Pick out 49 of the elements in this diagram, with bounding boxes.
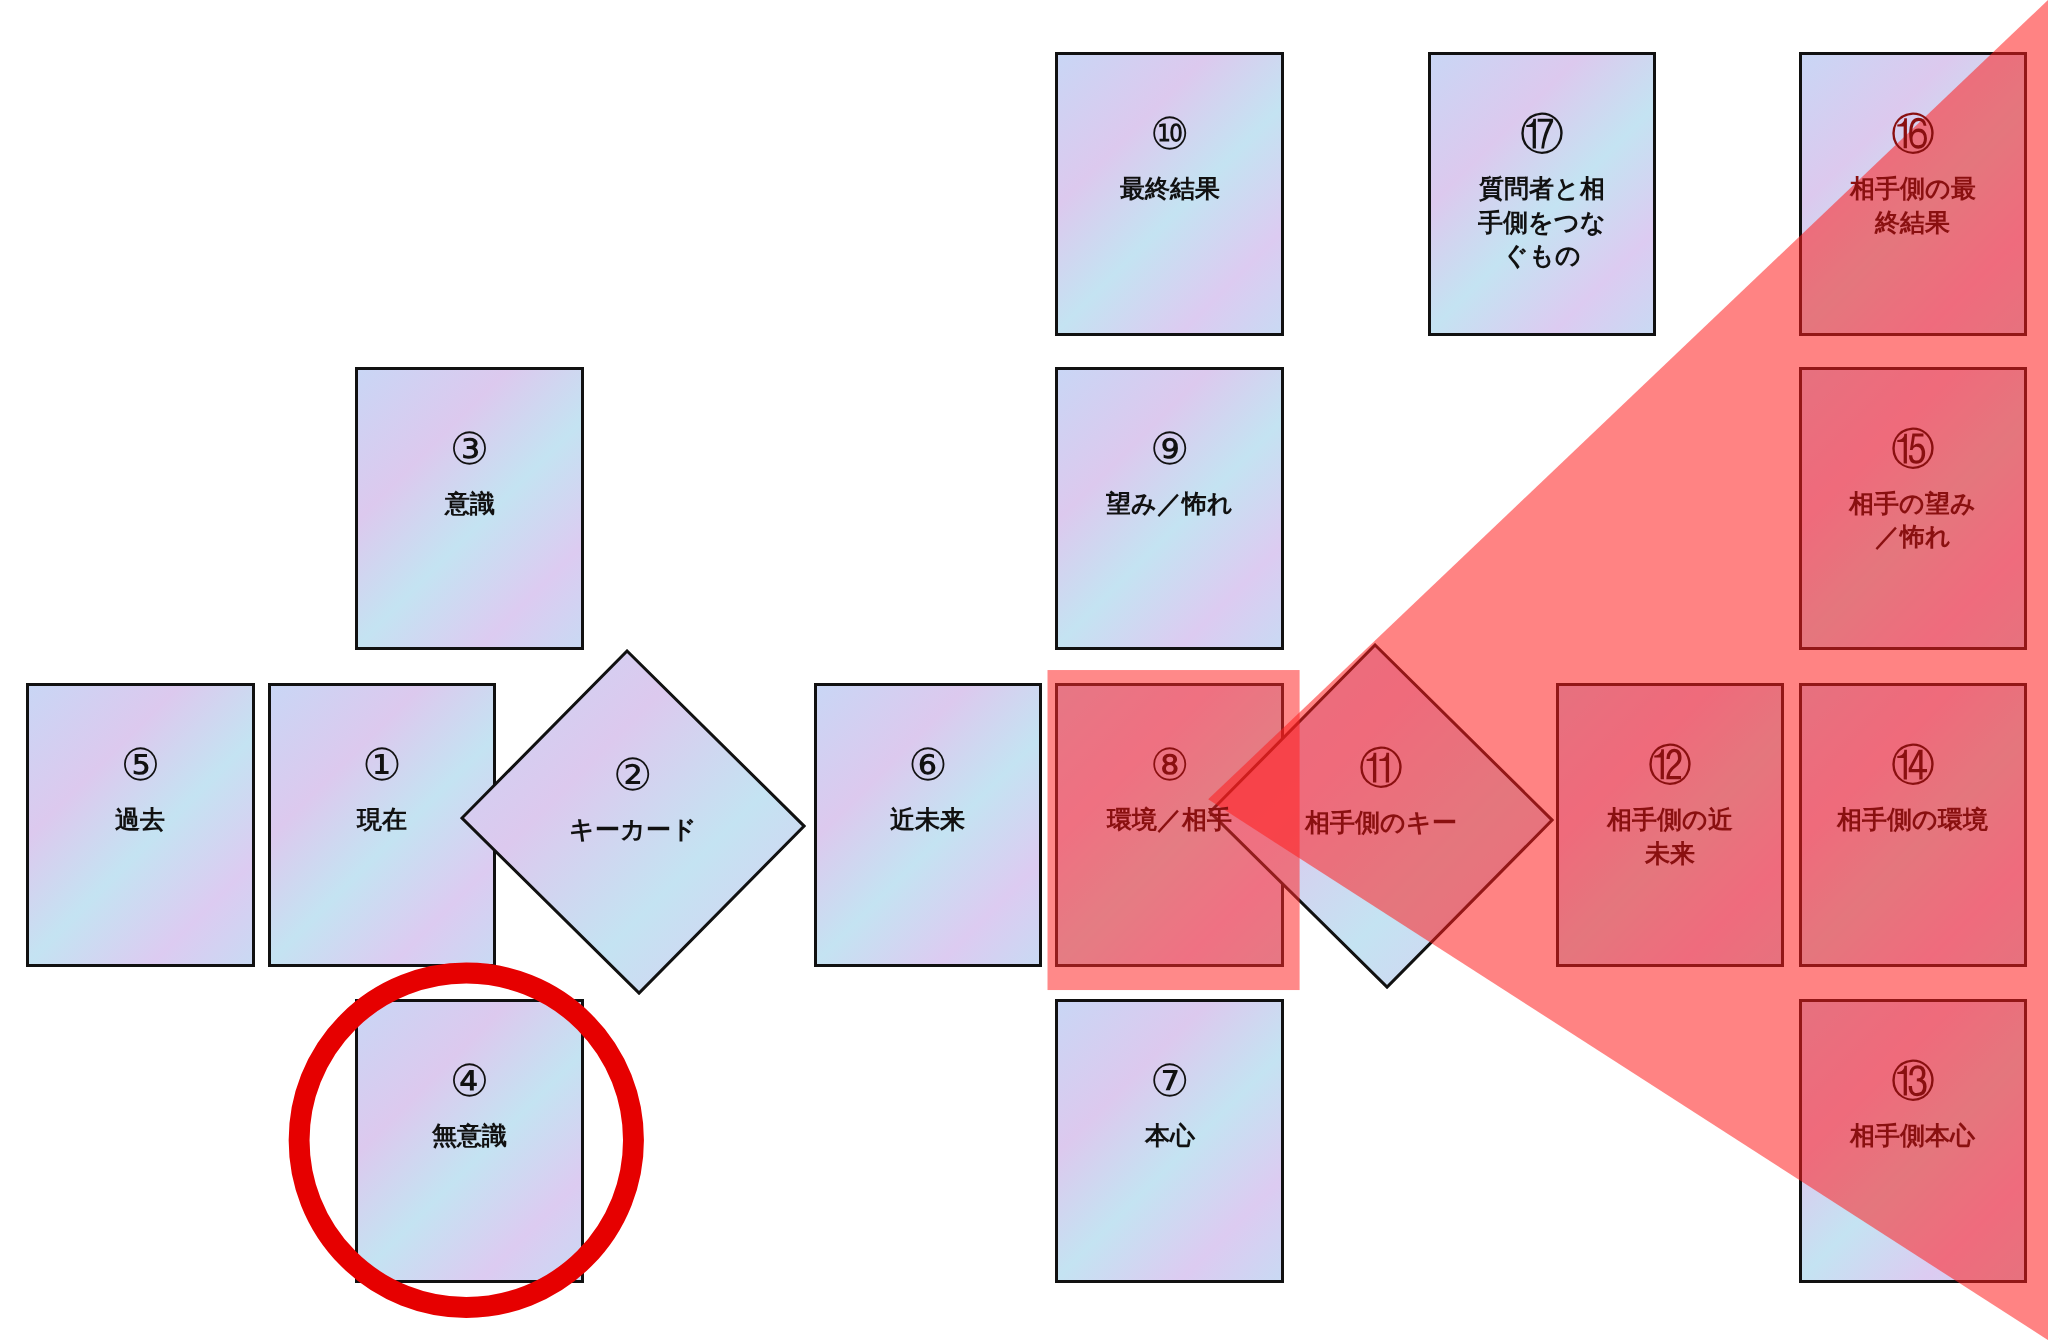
position-number: ③ [449,426,490,471]
position-number: ⑫ [1647,742,1692,787]
tarot-card [26,683,255,967]
position-label: 相手側の最終結果 [1848,172,1977,239]
position-number: ① [362,742,402,787]
tarot-card [355,999,584,1283]
position-label: 最終結果 [1119,172,1220,205]
position-label: 無意識 [432,1119,508,1152]
position-label: 相手側の環境 [1837,803,1989,836]
position-number: ⑦ [1149,1058,1190,1103]
tarot-card [1055,999,1284,1283]
position-label: 相手側の近未来 [1605,803,1734,870]
position-label: 相手側本心 [1850,1119,1976,1152]
position-number: ⑮ [1890,426,1935,471]
position-number: ② [613,752,653,797]
tarot-card [1798,683,2028,967]
position-number: ⑬ [1890,1058,1935,1103]
tarot-card [1055,52,1284,336]
position-number: ④ [449,1058,490,1103]
position-label: 現在 [357,803,408,836]
tarot-card [813,683,1043,967]
position-number: ⑭ [1890,742,1935,787]
position-label: 相手側のキー [1305,807,1458,840]
position-label: 過去 [115,803,166,836]
position-number: ⑩ [1149,111,1190,156]
position-number: ⑥ [908,742,948,787]
position-number: ⑧ [1149,742,1190,787]
tarot-card-diamond [1208,642,1555,989]
tarot-card [1798,52,2028,336]
tarot-card [1798,999,2028,1283]
position-label: 相手の望み／怖れ [1847,487,1978,554]
position-label: 意識 [444,487,495,520]
position-number: ⑰ [1519,111,1564,156]
position-label: キーカード [568,813,697,846]
tarot-card [1055,683,1284,967]
tarot-card [1427,52,1657,336]
position-label: 質問者と相手側をつなぐもの [1476,172,1607,273]
tarot-card [355,367,584,651]
position-number: ⑤ [120,742,161,787]
position-label: 望み／怖れ [1106,487,1234,520]
tarot-card [1798,367,2028,651]
tarot-card [1055,367,1284,651]
tarot-card [267,683,497,967]
position-number: ⑪ [1359,746,1404,791]
position-number: ⑨ [1149,426,1190,471]
position-label: 本心 [1144,1119,1195,1152]
position-label: 近未来 [890,803,966,836]
tarot-card [1555,683,1785,967]
tarot-card-diamond [459,649,806,996]
